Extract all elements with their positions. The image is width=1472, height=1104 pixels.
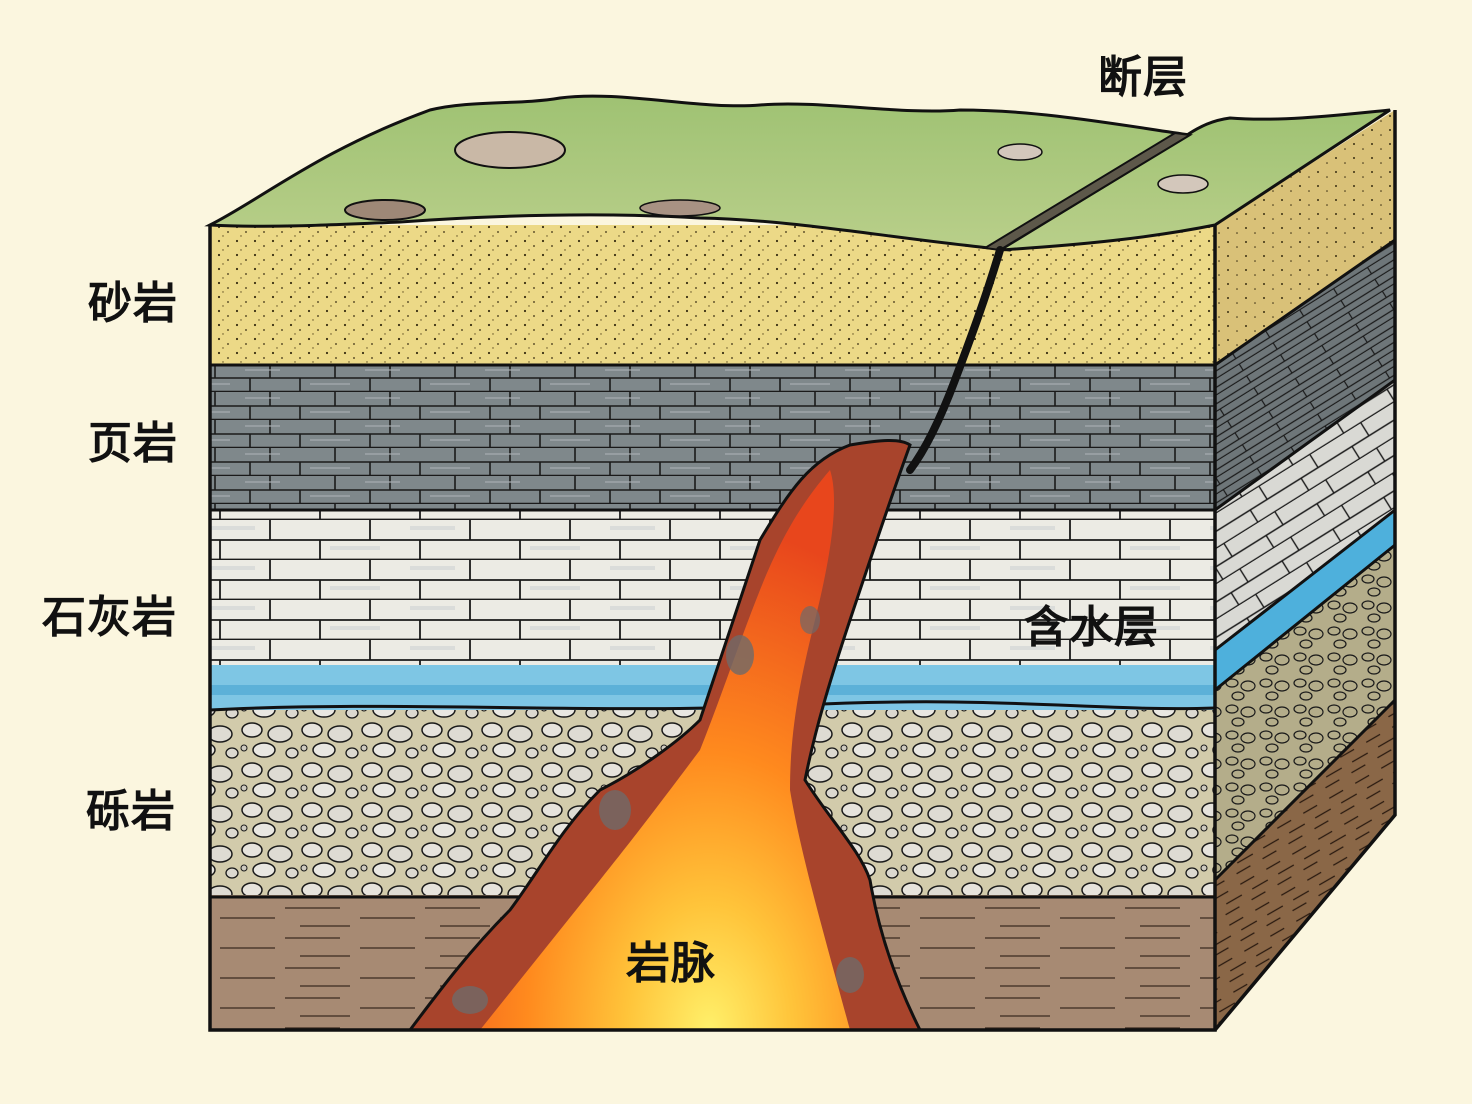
magma-dike xyxy=(406,439,923,1032)
ground-surface xyxy=(204,94,1391,252)
side-face xyxy=(1213,110,1397,1030)
label-sandstone: 砂岩 xyxy=(88,278,178,329)
sandstone-layer xyxy=(210,225,1215,365)
label-limestone: 石灰岩 xyxy=(42,592,177,643)
label-dike: 岩脉 xyxy=(626,938,716,989)
label-aquifer: 含水层 xyxy=(1024,602,1159,653)
limestone-layer xyxy=(210,510,1215,670)
shale-layer xyxy=(210,365,1215,510)
block-outline xyxy=(208,110,1397,1032)
grass-left xyxy=(204,94,1195,252)
fault-line xyxy=(906,131,1193,474)
label-shale: 页岩 xyxy=(88,418,178,469)
dike-core xyxy=(480,470,850,1030)
label-conglomerate: 砾岩 xyxy=(86,786,176,837)
label-fault: 断层 xyxy=(1098,52,1188,103)
